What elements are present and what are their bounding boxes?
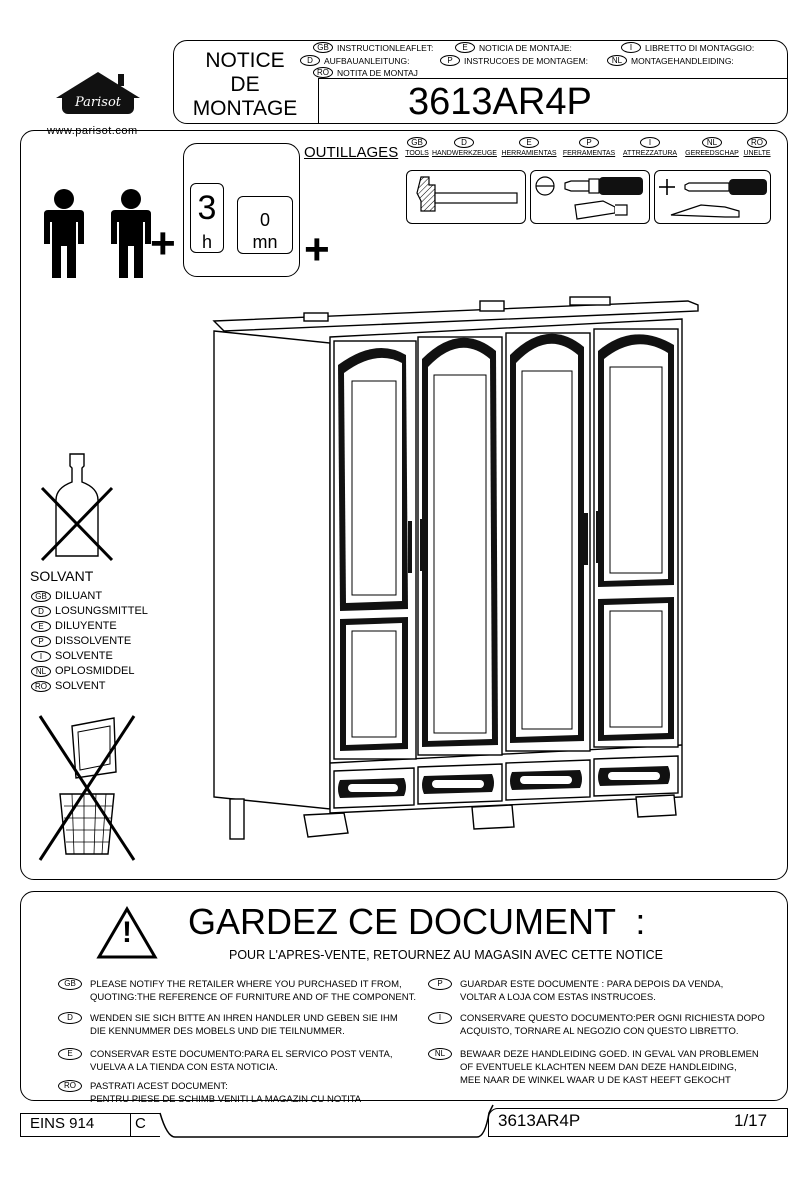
flat-screwdriver-icon <box>535 176 643 220</box>
phillips-screwdriver-tool-box <box>654 170 771 224</box>
footer-page: 1/17 <box>734 1111 768 1130</box>
persons-plus: + <box>150 219 176 268</box>
solvent-title: SOLVANT <box>30 568 94 584</box>
warning-triangle-icon <box>96 906 158 959</box>
time-plus: + <box>304 225 330 274</box>
time-minutes-box <box>237 196 293 254</box>
time-minutes-value: 0 <box>259 210 270 230</box>
warning-exclamation: ! <box>122 916 132 949</box>
keep-document-title: GARDEZ CE DOCUMENT : <box>188 901 646 942</box>
time-hours-box <box>190 183 224 253</box>
main-panel <box>20 130 788 880</box>
footer-ref: EINS 914 <box>30 1115 95 1132</box>
flat-screwdriver-tool-box <box>530 170 650 224</box>
footer-left-frame <box>20 1113 160 1137</box>
footer-right-box <box>488 1108 788 1137</box>
keep-document-subtitle: POUR L'APRES-VENTE, RETOURNEZ AU MAGASIN… <box>229 948 663 962</box>
two-persons-icon <box>44 189 151 278</box>
footer-version: C <box>135 1115 146 1132</box>
no-trash-icon <box>38 715 136 861</box>
brand-logo: Parisot <box>48 66 148 126</box>
house-roof-icon <box>56 72 140 114</box>
brand-name: Parisot <box>74 95 121 110</box>
phillips-screwdriver-icon <box>659 179 767 218</box>
header-box <box>173 40 788 124</box>
footer-connector-line <box>159 1104 494 1138</box>
no-solvent-icon <box>40 453 114 562</box>
time-hours-unit: h <box>201 232 212 252</box>
hammer-icon <box>416 176 518 212</box>
notice-title: NOTICE DE MONTAGE <box>192 49 298 120</box>
keep-document-panel <box>20 891 788 1101</box>
time-minutes-unit: mn <box>252 232 278 252</box>
assembly-time-box <box>183 143 300 277</box>
brand-url: www.parisot.com <box>47 125 138 137</box>
wardrobe-illustration <box>212 296 699 840</box>
time-hours-value: 3 <box>197 189 217 227</box>
product-code: 3613AR4P <box>408 81 592 123</box>
hammer-tool-box <box>406 170 526 224</box>
tools-title: OUTILLAGES <box>304 144 399 161</box>
footer-product-code: 3613AR4P <box>498 1111 581 1130</box>
